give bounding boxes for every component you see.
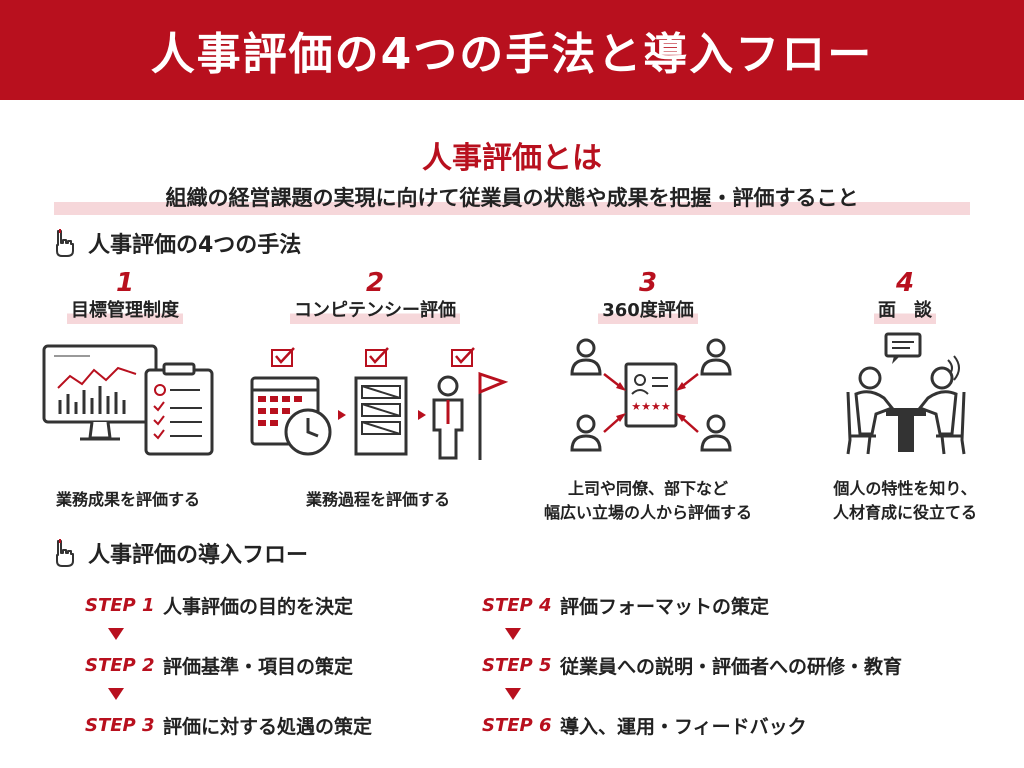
step-text: 従業員への説明・評価者への研修・教育 [560, 655, 903, 678]
pointing-hand-icon [56, 539, 74, 567]
definition-title: 人事評価とは [422, 141, 602, 176]
people-evaluation-icon: ★★★★ [570, 338, 732, 452]
title-banner: 人事評価の4つの手法と導入フロー [0, 0, 1024, 100]
step-3: STEP 3 評価に対する処遇の策定 [85, 710, 372, 740]
description-line-2: 人材育成に役立てる [832, 503, 977, 522]
methods-heading: 人事評価の4つの手法 [48, 227, 301, 259]
method-2-description: 業務過程を評価する [258, 488, 498, 512]
method-3: 3 360度評価 [538, 268, 758, 324]
description-line-1: 個人の特性を知り、 [833, 479, 977, 498]
method-name: 360度評価 [598, 298, 698, 324]
description-line-1: 上司や同僚、部下など [567, 479, 728, 498]
step-text: 人事評価の目的を決定 [163, 595, 354, 618]
step-text: 評価に対する処遇の策定 [163, 715, 373, 738]
description-line-1: 業務成果を評価する [55, 490, 200, 509]
method-number: 1 [115, 268, 135, 298]
down-arrow-icon [108, 628, 124, 640]
step-label: STEP 6 [482, 714, 552, 736]
method-2: 2 コンピテンシー評価 [265, 268, 485, 324]
step-text: 導入、運用・フィードバック [560, 715, 807, 738]
method-1: 1 目標管理制度 [15, 268, 235, 324]
method-1-description: 業務成果を評価する [8, 488, 248, 512]
method-4: 4 面 談 [795, 268, 1015, 324]
step-1: STEP 1 人事評価の目的を決定 [85, 590, 353, 620]
step-label: STEP 3 [85, 714, 155, 736]
step-label: STEP 1 [85, 594, 155, 616]
method-name: 目標管理制度 [67, 298, 183, 324]
method-number: 2 [365, 268, 385, 298]
method-name: コンピテンシー評価 [290, 298, 460, 324]
down-arrow-icon [108, 688, 124, 700]
method-name: 面 談 [874, 298, 936, 324]
step-6: STEP 6 導入、運用・フィードバック [482, 710, 807, 740]
flow-heading: 人事評価の導入フロー [48, 537, 308, 569]
step-label: STEP 4 [482, 594, 552, 616]
method-3-description: 上司や同僚、部下など 幅広い立場の人から評価する [528, 477, 768, 525]
description-line-2: 幅広い立場の人から評価する [543, 503, 752, 522]
step-text: 評価基準・項目の策定 [163, 655, 354, 678]
flow-heading-text: 人事評価の導入フロー [88, 543, 309, 568]
down-arrow-icon [505, 688, 521, 700]
step-text: 評価フォーマットの策定 [560, 595, 770, 618]
svg-text:★★★★: ★★★★ [631, 400, 671, 413]
method-4-description: 個人の特性を知り、 人材育成に役立てる [785, 477, 1024, 525]
description-line-1: 業務過程を評価する [305, 490, 450, 509]
down-arrow-icon [505, 628, 521, 640]
step-label: STEP 5 [482, 654, 552, 676]
definition-text-content: 組織の経営課題の実現に向けて従業員の状態や成果を把握・評価すること [165, 186, 859, 210]
step-label: STEP 2 [85, 654, 155, 676]
methods-heading-text: 人事評価の4つの手法 [88, 233, 302, 258]
method-number: 4 [895, 268, 915, 298]
page-title: 人事評価の4つの手法と導入フロー [150, 29, 874, 80]
method-number: 3 [638, 268, 658, 298]
definition-text: 組織の経営課題の実現に向けて従業員の状態や成果を把握・評価すること [54, 183, 970, 215]
step-5: STEP 5 従業員への説明・評価者への研修・教育 [482, 650, 902, 680]
step-2: STEP 2 評価基準・項目の策定 [85, 650, 353, 680]
monitor-chart-icon [42, 344, 214, 456]
pointing-hand-icon [56, 229, 74, 257]
interview-meeting-icon [846, 332, 966, 455]
step-4: STEP 4 評価フォーマットの策定 [482, 590, 769, 620]
competency-process-icon [250, 347, 509, 460]
